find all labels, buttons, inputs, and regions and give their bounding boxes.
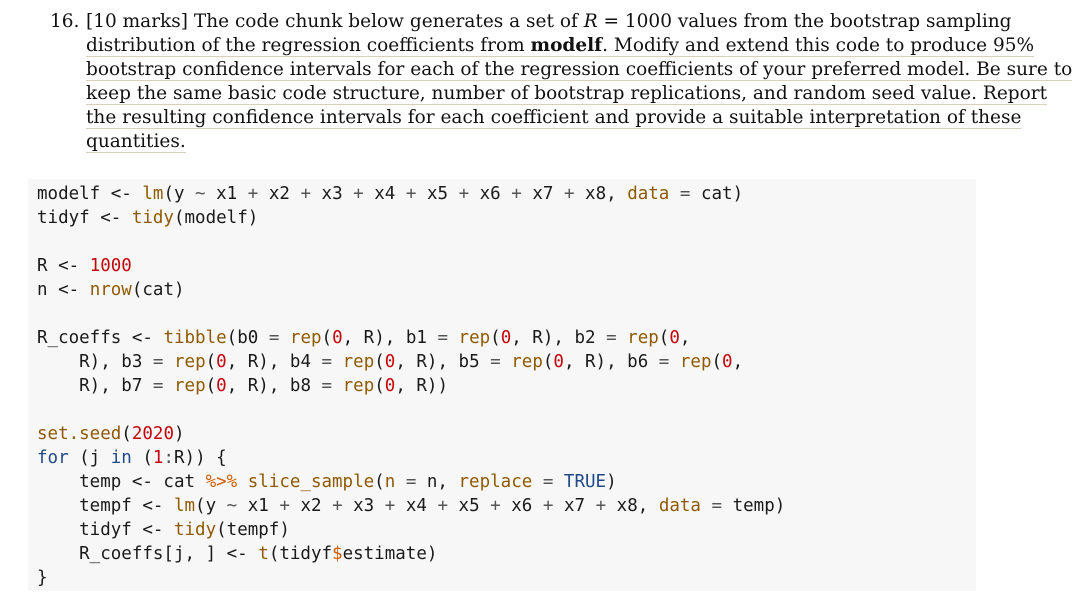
question-line-3: bootstrap confidence intervals for each …	[50, 58, 1072, 82]
code-line: R), b7 = rep(0, R), b8 = rep(0, R))	[37, 376, 449, 396]
code-line: tempf <- lm(y ~ x1 + x2 + x3 + x4 + x5 +…	[37, 496, 786, 516]
code-line: tidyf <- tidy(tempf)	[37, 520, 290, 540]
code-line: modelf <- lm(y ~ x1 + x2 + x3 + x4 + x5 …	[37, 184, 744, 204]
question-line-6: quantities.	[50, 130, 970, 154]
code-line: tidyf <- tidy(modelf)	[37, 208, 259, 228]
code-line	[37, 398, 785, 422]
code-line: temp <- cat %>% slice_sample(n = n, repl…	[37, 472, 617, 492]
code-line: for (j in (1:R)) {	[37, 448, 227, 468]
code-line: R_coeffs[j, ] <- t(tidyf$estimate)	[37, 544, 438, 564]
question-line-4: keep the same basic code structure, numb…	[50, 82, 1048, 106]
code-line: R_coeffs <- tibble(b0 = rep(0, R), b1 = …	[37, 328, 691, 348]
code-line: R <- 1000	[37, 256, 132, 276]
code-line: set.seed(2020)	[37, 424, 185, 444]
question-line-1-text: [10 marks] The code chunk below generate…	[86, 11, 1012, 32]
question-line-2-text: distribution of the regression coefficie…	[86, 35, 1035, 57]
question-line-5-text: the resulting confidence intervals for e…	[86, 107, 1022, 129]
question-text: 16. [10 marks] The code chunk below gener…	[50, 10, 1072, 154]
code-line: n <- nrow(cat)	[37, 280, 185, 300]
code-line: R), b3 = rep(0, R), b4 = rep(0, R), b5 =…	[37, 352, 744, 372]
question-number: 16.	[50, 11, 80, 32]
code-listing: modelf <- lm(y ~ x1 + x2 + x3 + x4 + x5 …	[37, 182, 785, 590]
question-line-3-text: bootstrap confidence intervals for each …	[86, 59, 1072, 81]
code-line	[37, 302, 785, 326]
question-line-2: distribution of the regression coefficie…	[50, 34, 1035, 58]
code-block: modelf <- lm(y ~ x1 + x2 + x3 + x4 + x5 …	[28, 179, 976, 591]
question-line-6-text: quantities.	[86, 131, 186, 153]
question-line-5: the resulting confidence intervals for e…	[50, 106, 1022, 130]
question-line-4-text: keep the same basic code structure, numb…	[86, 83, 1048, 105]
code-line: }	[37, 568, 48, 588]
code-line	[37, 230, 785, 254]
question-line-1: 16. [10 marks] The code chunk below gener…	[50, 10, 1012, 34]
